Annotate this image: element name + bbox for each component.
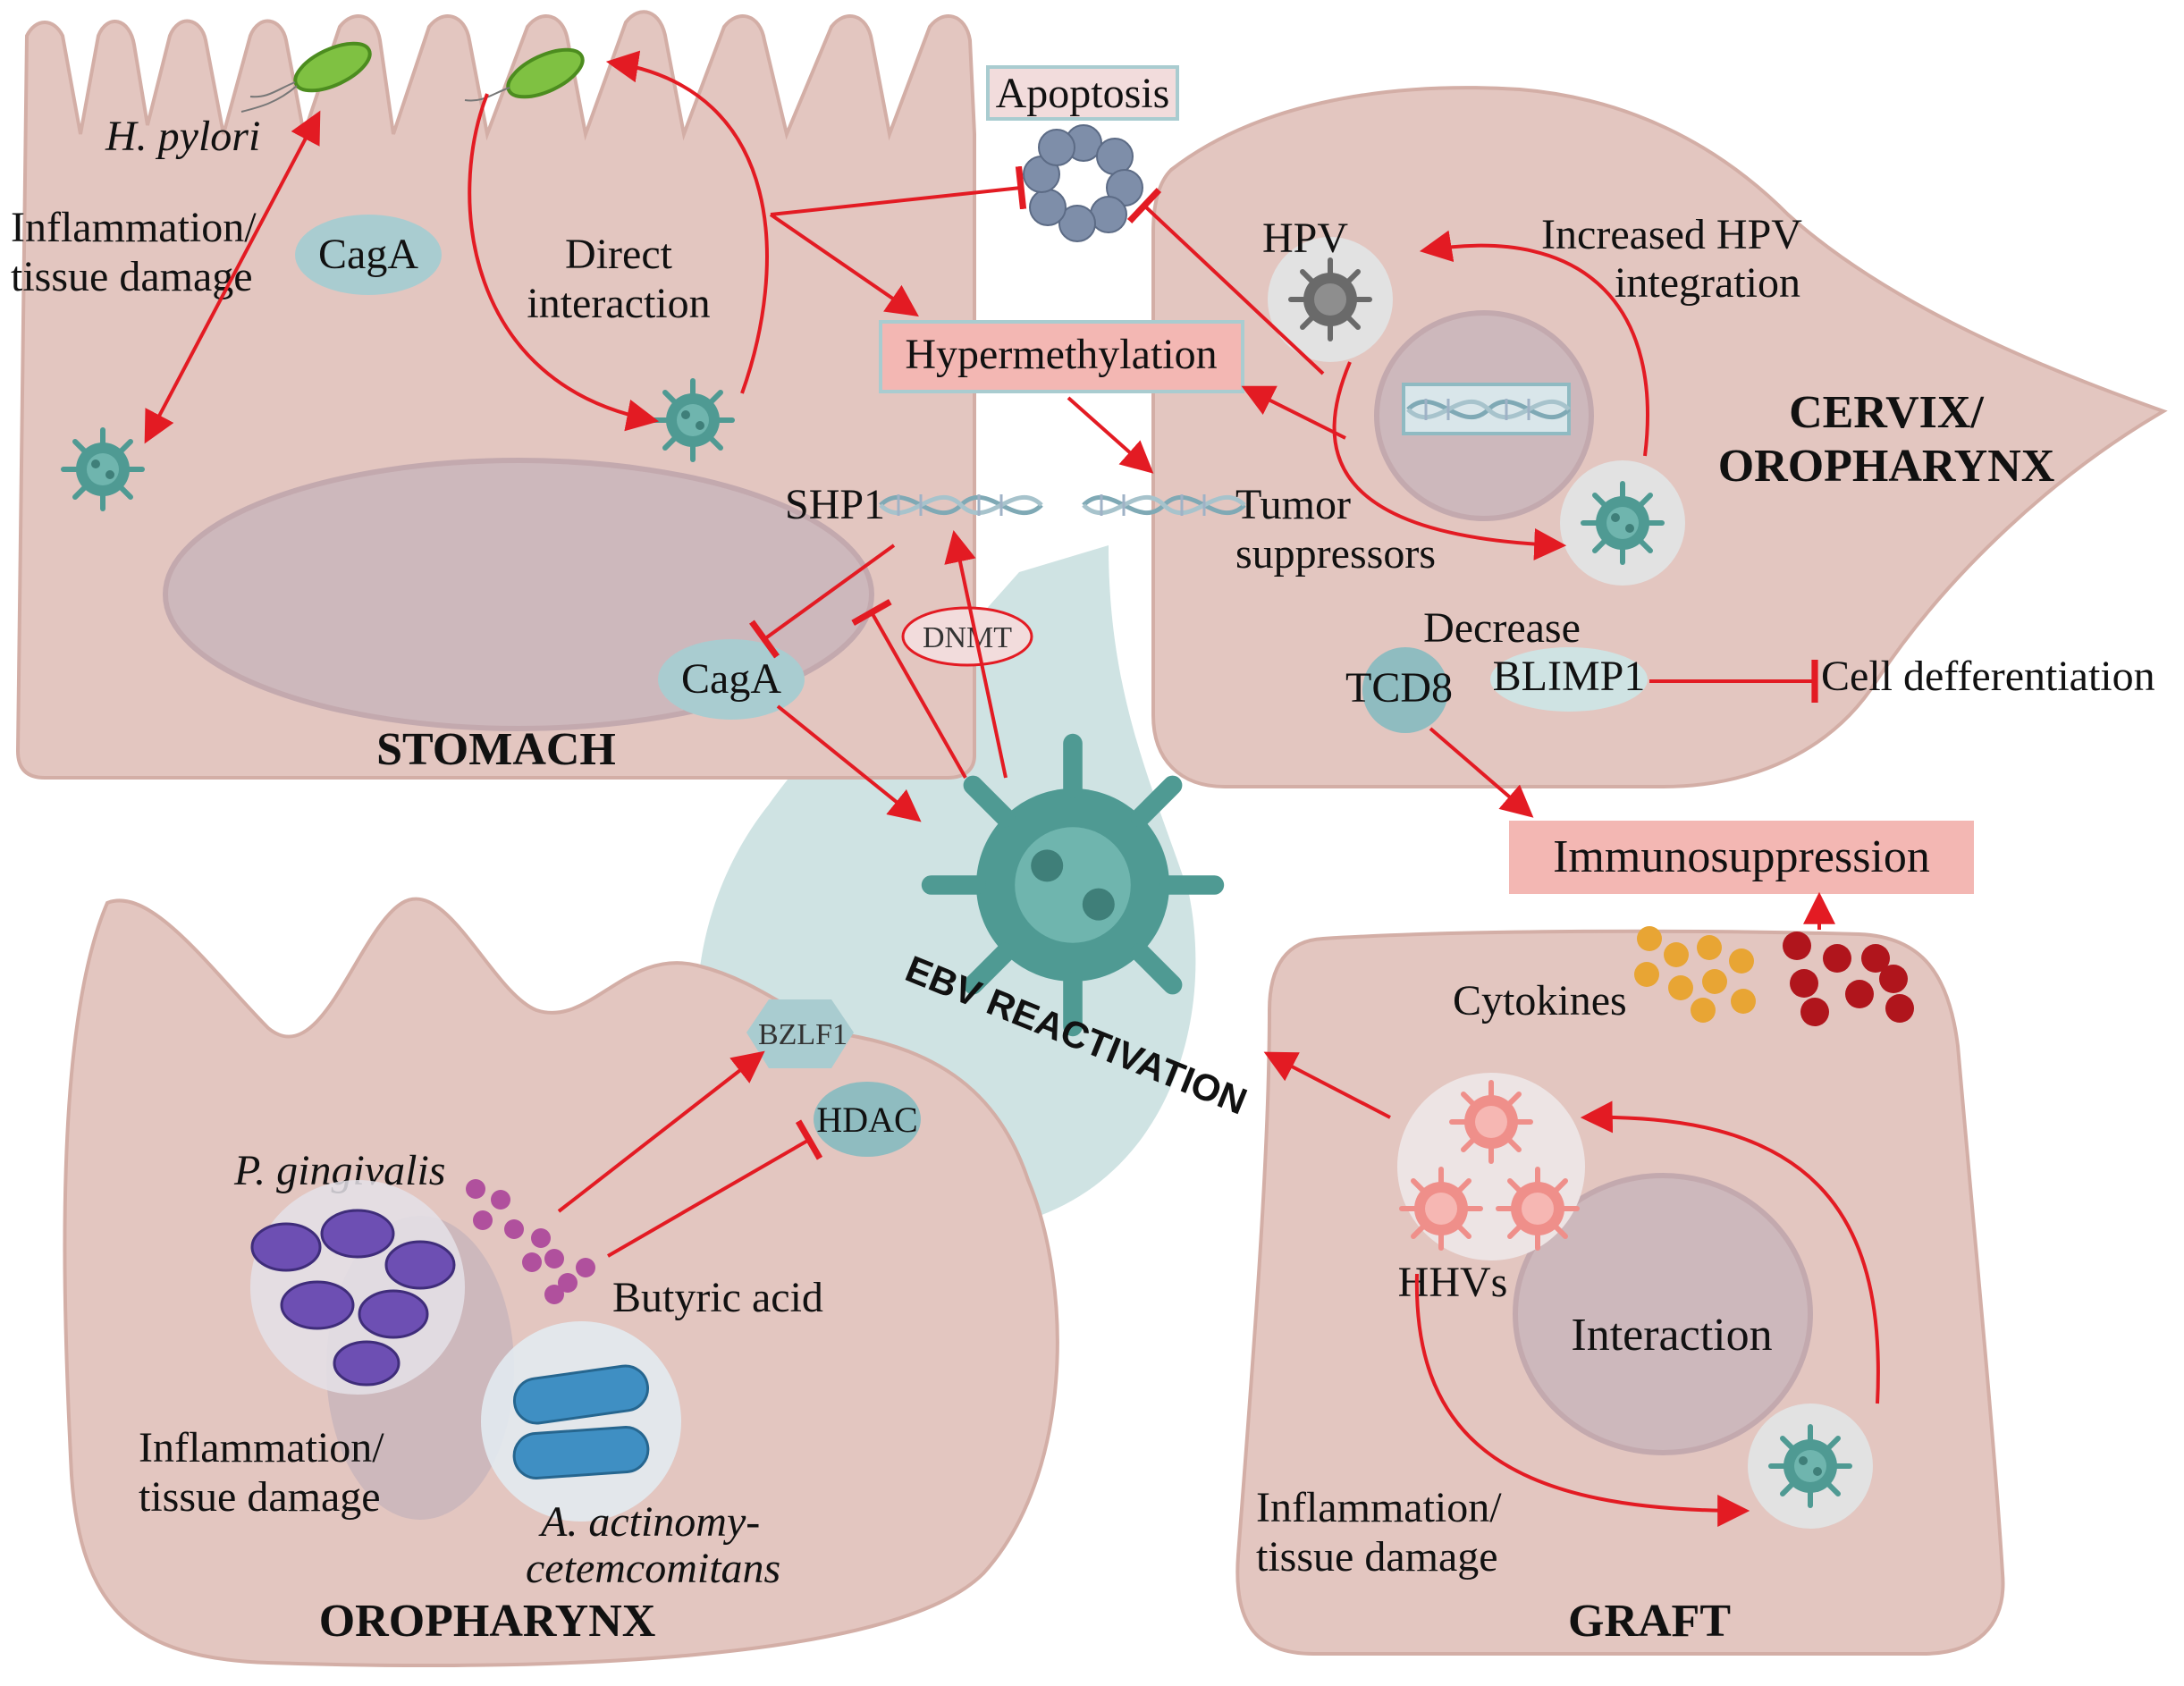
caga-top-bubble xyxy=(295,215,442,295)
cervix-title-2: OROPHARYNX xyxy=(1718,441,2055,492)
arrow-hpv-loop-right xyxy=(1419,230,1649,457)
cell-differentiation-label: Cell defferentiation xyxy=(1821,653,2155,700)
h-pylori-label: H. pylori xyxy=(105,113,260,160)
inhibit-hdac-by-butyric xyxy=(606,1119,823,1258)
hpv-label: HPV xyxy=(1262,215,1348,262)
tumor-suppressors-label-1: Tumor xyxy=(1235,481,1351,528)
bzlf1-label: BZLF1 xyxy=(758,1018,847,1051)
inhibit-caga-by-shp1 xyxy=(749,544,896,659)
blimp1-label: BLIMP1 xyxy=(1493,653,1646,700)
cytokines-orange-icon xyxy=(1634,926,1756,1023)
arrow-to-hypermethylation xyxy=(769,213,919,317)
cytokines-label: Cytokines xyxy=(1453,977,1627,1024)
direct-label-2: interaction xyxy=(527,280,710,327)
cytokines-red-icon xyxy=(1783,932,1914,1026)
butyric-acid-particles-icon xyxy=(466,1179,595,1304)
direct-label-1: Direct xyxy=(565,231,673,278)
arrow-butyric-to-bzlf1 xyxy=(557,1050,765,1213)
hpv-virus-icon xyxy=(1291,260,1370,339)
arrow-hpylori-virus xyxy=(144,110,321,444)
increased-hpv-label-2: integration xyxy=(1615,259,1800,307)
shp1-label: SHP1 xyxy=(785,481,885,528)
graft-nucleus xyxy=(1513,1173,1813,1455)
arrow-cervix-to-hypermethylation xyxy=(1241,385,1346,440)
inhibit-apoptosis-from-cervix xyxy=(1126,188,1325,375)
cervix-cell xyxy=(1151,86,2168,788)
tumor-suppressors-label-2: suppressors xyxy=(1235,530,1436,577)
stomach-inflammation-label-1: Inflammation/ xyxy=(11,204,257,251)
immunosuppression-label: Immunosuppression xyxy=(1553,831,1930,882)
graft-inflammation-label-1: Inflammation/ xyxy=(1256,1484,1502,1531)
immunosuppression-box xyxy=(1509,821,1974,894)
caga-top-label: CagA xyxy=(318,231,418,278)
arrow-hpylori-to-virus xyxy=(468,93,660,432)
oropharynx-inflammation-label-1: Inflammation/ xyxy=(139,1424,384,1471)
decrease-label: Decrease xyxy=(1423,604,1581,652)
interaction-label: Interaction xyxy=(1571,1310,1772,1361)
ebv-virus-icon xyxy=(1583,484,1662,562)
a-actinomycetemcomitans-bubble xyxy=(481,1321,681,1522)
tcd8-bubble xyxy=(1362,647,1448,733)
graft-inflammation-label-2: tissue damage xyxy=(1256,1533,1498,1581)
hdac-label: HDAC xyxy=(816,1100,917,1140)
hypermethylation-label: Hypermethylation xyxy=(905,331,1217,378)
hhvs-label: HHVs xyxy=(1398,1259,1508,1306)
arrow-graft-loop-right xyxy=(1580,1100,1880,1404)
inhibit-apoptosis-from-stomach xyxy=(770,165,1027,216)
stomach-inflammation-label-2: tissue damage xyxy=(11,253,253,300)
arrow-virus-to-hpylori xyxy=(605,50,769,394)
tcd8-label: TCD8 xyxy=(1345,664,1453,712)
caga-bottom-bubble xyxy=(658,639,805,720)
hhv-virus-icon xyxy=(1452,1083,1530,1161)
butyric-acid-label: Butyric acid xyxy=(612,1274,823,1321)
hdac-bubble xyxy=(814,1082,921,1157)
apoptosis-label: Apoptosis xyxy=(996,70,1170,117)
stomach-title: STOMACH xyxy=(376,724,616,775)
arrow-graft-loop-bottom xyxy=(1414,1273,1750,1527)
hhv-virus-icon xyxy=(1498,1169,1577,1248)
hypermethylation-box xyxy=(879,320,1244,393)
increased-hpv-label-1: Increased HPV xyxy=(1541,211,1802,258)
hhv-virus-icon xyxy=(1402,1169,1480,1248)
bzlf1-hexagon xyxy=(746,999,854,1068)
oropharynx-title: OROPHARYNX xyxy=(319,1596,656,1647)
blimp1-bubble xyxy=(1490,647,1648,712)
arrow-caga-to-ebv xyxy=(776,704,922,822)
dnmt-label: DNMT xyxy=(923,621,1012,654)
a-actinomycetemcomitans-bacteria-icon xyxy=(512,1364,650,1479)
caga-bottom-label: CagA xyxy=(681,655,781,703)
oropharynx-inflammation-label-2: tissue damage xyxy=(139,1473,381,1521)
h-pylori-bacterium-icon xyxy=(240,41,585,113)
apoptosis-box xyxy=(986,65,1179,121)
arrow-hpv-loop-left xyxy=(1332,361,1567,561)
graft-title: GRAFT xyxy=(1568,1596,1731,1647)
arrow-hypermethylation-to-tumor-suppressors xyxy=(1067,396,1154,474)
inhibit-shp1-by-ebv xyxy=(851,599,967,779)
ebv-virus-icon xyxy=(1771,1427,1850,1505)
arrow-hhvs-to-ebv xyxy=(1263,1051,1391,1119)
ebv-virus-icon xyxy=(654,381,732,459)
arrow-dnmt-to-shp1 xyxy=(944,529,1008,779)
ebv-virus-icon xyxy=(63,430,142,509)
p-gingivalis-bacteria-icon xyxy=(250,1209,456,1387)
cervix-title-1: CERVIX/ xyxy=(1789,387,1984,438)
dnmt-bubble xyxy=(901,606,1033,667)
a-actinomycetemcomitans-label-2: cetemcomitans xyxy=(526,1545,780,1592)
apoptosis-beads-icon xyxy=(1023,124,1143,242)
a-actinomycetemcomitans-label-1: A. actinomy- xyxy=(538,1498,760,1546)
arrow-tcd8-to-immunosuppression xyxy=(1429,727,1534,818)
